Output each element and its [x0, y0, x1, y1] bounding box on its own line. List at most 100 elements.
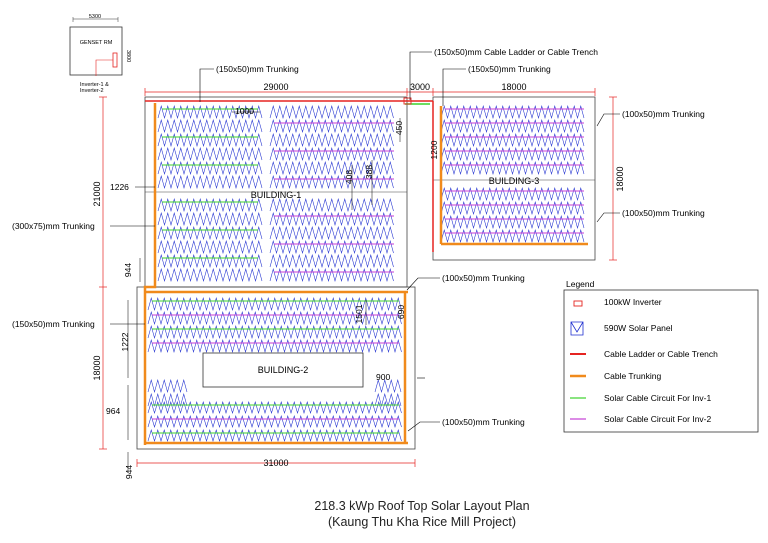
solar-panel-row-54 — [147, 296, 402, 312]
dim-b1-mid-b: 388 — [364, 165, 374, 179]
solar-panel-row-34 — [269, 267, 394, 283]
solar-panel-row-46 — [440, 186, 585, 202]
legend-title: Legend — [566, 279, 595, 289]
dim-b1-left: 1226 — [110, 182, 129, 192]
cable-trunking — [143, 103, 588, 445]
solar-panel-row-4 — [269, 118, 394, 134]
genset-inverter-note-1: Inverter-1 & — [80, 82, 109, 88]
dim-b3-width: 18000 — [501, 82, 526, 92]
solar-panel-row-27 — [157, 239, 263, 255]
dim-row-spacing: 1000 — [235, 106, 254, 116]
dim-b2-left-b: 964 — [106, 406, 120, 416]
genset-inverter-note-2: Inverter-2 — [80, 88, 104, 94]
dim-b1-width: 29000 — [263, 82, 288, 92]
solar-panel-row-24 — [157, 225, 263, 241]
plan-subtitle: (Kaung Thu Kha Rice Mill Project) — [328, 515, 516, 529]
callout-b3-right-trunking-2: (100x50)mm Trunking — [622, 208, 705, 218]
solar-panel-row-19 — [269, 197, 394, 213]
solar-panel-row-16 — [269, 174, 394, 190]
solar-panel-row-58 — [147, 324, 402, 340]
solar-panel-row-48 — [440, 200, 585, 216]
solar-panel-row-0 — [157, 104, 263, 120]
inverter-symbol-genset — [112, 52, 118, 68]
callout-b3-top-trunking: (150x50)mm Trunking — [468, 64, 551, 74]
solar-panel-row-63 — [374, 378, 402, 394]
legend-item: Cable Ladder or Cable Trench — [570, 349, 718, 359]
solar-panel-row-44 — [440, 160, 585, 176]
solar-panel-row-40 — [440, 132, 585, 148]
solar-panel-row-50 — [440, 214, 585, 230]
solar-panel-row-70 — [147, 429, 402, 442]
solar-panel-icon — [570, 321, 584, 336]
solar-panel-row-33 — [157, 267, 263, 283]
solar-panel-row-13 — [269, 160, 394, 176]
building-1-label: BUILDING-1 — [251, 190, 302, 200]
solar-panel-row-68 — [147, 415, 402, 428]
dim-b2-left-a: 1222 — [120, 332, 130, 351]
legend-item: 100kW Inverter — [573, 297, 662, 307]
solar-panel-row-42 — [440, 146, 585, 162]
solar-panel-row-25 — [269, 225, 394, 241]
dim-b1-bottom: 944 — [123, 263, 133, 277]
callout-b2-top-right-trunking: (100x50)mm Trunking — [442, 273, 525, 283]
solar-panel-row-6 — [157, 132, 263, 148]
callout-top-trunking: (150x50)mm Trunking — [216, 64, 299, 74]
solar-panel-row-30 — [157, 253, 263, 269]
solar-panel-row-56 — [147, 310, 402, 326]
genset-height-dim: 3800 — [125, 50, 131, 62]
callout-leaders — [110, 51, 620, 432]
legend-label: Cable Trunking — [604, 371, 661, 381]
solar-panel-row-31 — [269, 253, 394, 269]
solar-panel-row-15 — [157, 174, 263, 190]
legend-label: Solar Cable Circuit For Inv-1 — [604, 393, 712, 403]
dim-edge-450: 450 — [394, 121, 404, 135]
building-3-label: BUILDING-3 — [489, 176, 540, 186]
legend: Legend 100kW Inverter 590W Solar PanelCab… — [563, 279, 759, 433]
dimension-lines — [99, 88, 617, 467]
legend-item: Solar Cable Circuit For Inv-2 — [570, 414, 712, 424]
solar-panel-row-3 — [157, 118, 263, 134]
building-2-block — [202, 352, 364, 388]
solar-panel-row-52 — [440, 228, 585, 244]
dim-b3-edge: 1200 — [429, 140, 439, 159]
inverter-symbol-roof — [403, 97, 412, 105]
solar-panel-row-21 — [157, 211, 263, 227]
legend-label: 100kW Inverter — [604, 297, 662, 307]
dim-gap-width: 3000 — [410, 82, 430, 92]
dim-b2-right: 900 — [376, 372, 390, 382]
solar-panel-row-66 — [147, 401, 402, 414]
solar-panel-row-10 — [269, 146, 394, 162]
genset-width-dim: 5300 — [89, 14, 101, 20]
solar-panel-row-64 — [147, 392, 188, 408]
callout-b2-left-trunking: (150x50)mm Trunking — [12, 319, 95, 329]
solar-panel-row-62 — [147, 378, 188, 394]
legend-item: 590W Solar Panel — [570, 321, 673, 336]
dim-b2-width: 31000 — [263, 458, 288, 468]
callout-left-300-trunking: (300x75)mm Trunking — [12, 221, 95, 231]
dim-b3-height: 18000 — [615, 166, 625, 191]
plan-title: 218.3 kWp Roof Top Solar Layout Plan — [314, 499, 529, 513]
solar-panel-row-18 — [157, 197, 263, 213]
solar-panel-row-7 — [269, 132, 394, 148]
solar-panel-row-36 — [440, 104, 585, 120]
building-2-label: BUILDING-2 — [258, 365, 309, 375]
solar-panel-row-28 — [269, 239, 394, 255]
solar-panel-row-60 — [147, 338, 402, 354]
callout-b3-right-trunking-1: (100x50)mm Trunking — [622, 109, 705, 119]
inverter-icon — [573, 300, 583, 307]
dim-b1-mid-a: 408 — [344, 170, 354, 184]
genset-room: 5300 GENSET RM 3800 Inverter-1 & Inverte… — [69, 14, 131, 94]
legend-item: Solar Cable Circuit For Inv-1 — [570, 393, 712, 403]
solar-panel-arrays — [147, 104, 585, 442]
dim-b1-height: 21000 — [92, 181, 102, 206]
solar-panel-row-1 — [269, 104, 394, 120]
dim-b2-edge: 690 — [396, 305, 406, 319]
genset-label: GENSET RM — [80, 40, 113, 46]
legend-item: Cable Trunking — [570, 371, 661, 381]
building-2-outline — [136, 286, 416, 450]
legend-label: Cable Ladder or Cable Trench — [604, 349, 718, 359]
cable-ladder — [145, 100, 434, 252]
callout-cable-ladder: (150x50)mm Cable Ladder or Cable Trench — [434, 47, 598, 57]
solar-panel-row-22 — [269, 211, 394, 227]
